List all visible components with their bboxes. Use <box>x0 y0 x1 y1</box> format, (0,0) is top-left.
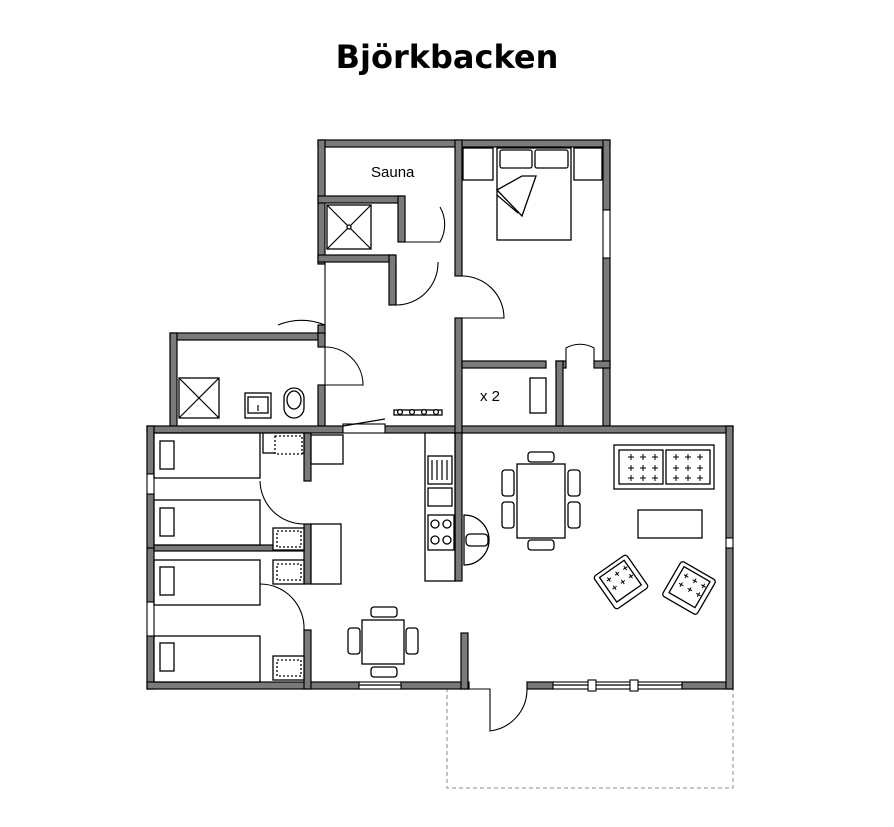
bathroom <box>178 377 305 419</box>
plan-title: Björkbacken <box>335 38 559 76</box>
double-bed <box>462 147 603 241</box>
bunk-bed <box>529 377 547 414</box>
single-beds <box>153 432 261 683</box>
terrace-outline <box>446 688 734 789</box>
armchair-right <box>662 561 716 615</box>
windows <box>146 209 734 692</box>
sofa <box>613 444 715 490</box>
bunk-label: x 2 <box>480 388 500 405</box>
bunk-room: x 2 <box>480 377 547 414</box>
doors <box>259 206 595 732</box>
dining-table <box>501 451 581 551</box>
sauna-room: Sauna <box>326 164 415 250</box>
stove <box>427 514 455 551</box>
kitchen <box>424 432 490 582</box>
hall-cooktop <box>393 408 443 416</box>
sauna-label: Sauna <box>371 164 415 181</box>
coffee-table <box>637 509 703 539</box>
armchair-left <box>593 554 649 610</box>
bedroom-furniture <box>262 432 344 681</box>
small-table <box>347 606 419 678</box>
